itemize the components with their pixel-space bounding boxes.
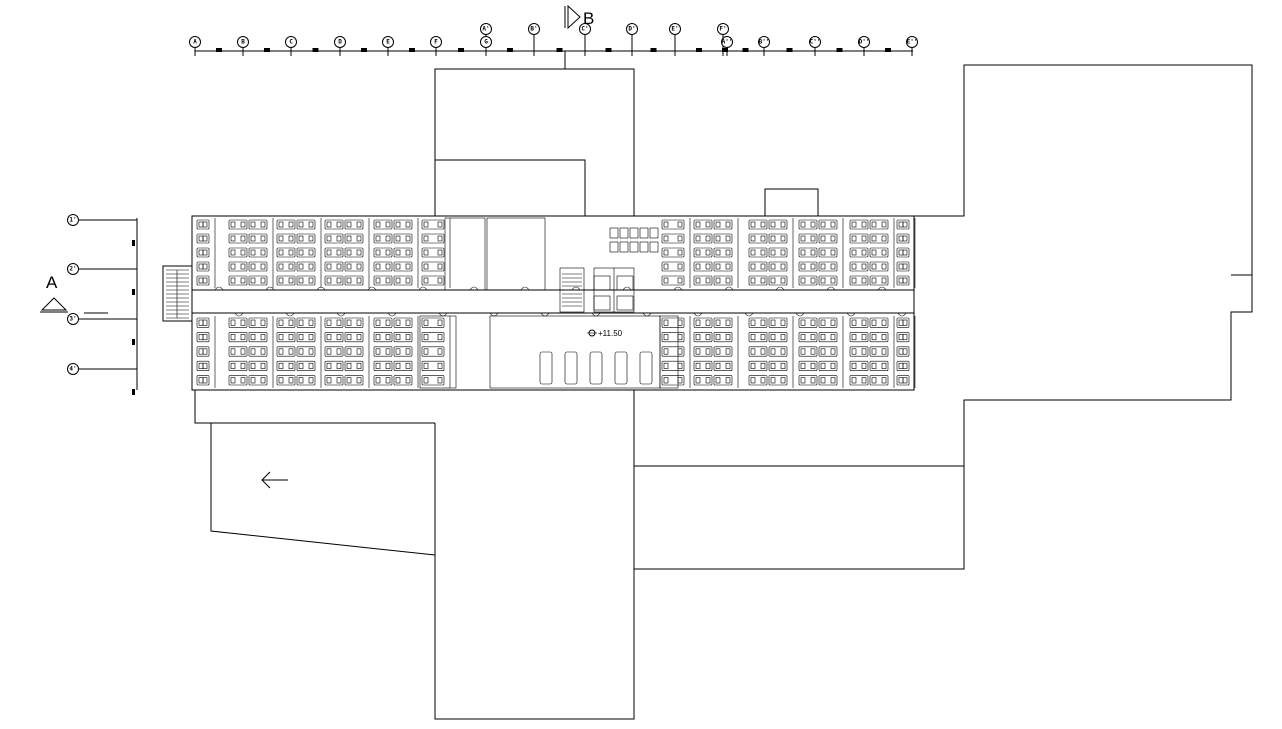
grid-bubble-top (430, 36, 442, 48)
left-grid-axis: 1' 2' 3' 4' A (40, 214, 138, 395)
room-module (196, 316, 216, 388)
grid-label-top: B (241, 39, 245, 46)
grid-bubble-top (626, 23, 638, 35)
grid-bubble-left (67, 214, 79, 226)
grid-label-top: B'' (759, 39, 770, 46)
grid-bubble-top (758, 36, 770, 48)
grid-label-top: D'' (859, 39, 870, 46)
grid-label-top: A'' (722, 39, 733, 46)
grid-label-left: 3' (69, 316, 76, 323)
grid-bubble-top (382, 36, 394, 48)
room-module (276, 218, 322, 288)
room-module (661, 218, 691, 288)
central-core (419, 217, 679, 389)
grid-label-top: D' (628, 26, 635, 33)
room-module (421, 218, 451, 288)
grid-bubble-top (528, 23, 540, 35)
top-grid-axis: B A B C D E F A' B' C' D' E' F' A'' B'' C'' D'' E'' G (189, 4, 918, 69)
room-module (373, 316, 419, 388)
grid-bubble-left (67, 313, 79, 325)
level-marker: +11.50 (587, 329, 623, 338)
grid-bubble-top (480, 36, 492, 48)
grid-label-top: A (193, 39, 197, 46)
grid-bubble-left (67, 363, 79, 375)
grid-bubble-top (480, 23, 492, 35)
grid-label-left: 2' (69, 266, 76, 273)
room-module (849, 218, 895, 288)
site-outlines (194, 64, 1253, 720)
room-module (228, 316, 274, 388)
room-module (661, 316, 691, 388)
grid-label-top: D (338, 39, 342, 46)
level-label: +11.50 (598, 329, 623, 338)
room-module (693, 218, 739, 288)
main-floor-block: +11.50 (162, 215, 916, 391)
room-module (896, 316, 916, 388)
room-module (196, 218, 216, 288)
grid-bubble-top (334, 36, 346, 48)
grid-label-left: 4' (69, 366, 76, 373)
grid-label-top: E (386, 39, 390, 46)
grid-label-top: F' (719, 26, 726, 33)
grid-bubble-top (721, 36, 733, 48)
grid-bubble-top (189, 36, 201, 48)
room-module (798, 316, 844, 388)
room-module (748, 218, 794, 288)
room-module (373, 218, 419, 288)
grid-bubble-top (717, 23, 729, 35)
grid-bubble-top (809, 36, 821, 48)
section-a-label: A (46, 273, 58, 292)
section-a-marker-icon (40, 297, 68, 311)
grid-bubble-top (669, 23, 681, 35)
staircase (162, 265, 193, 322)
grid-label-left: 1' (69, 217, 76, 224)
room-module (228, 218, 274, 288)
room-module (896, 218, 916, 288)
grid-bubble-top (237, 36, 249, 48)
room-module (798, 218, 844, 288)
room-module (421, 316, 451, 388)
grid-label-top: F (434, 39, 438, 46)
grid-label-top: C'' (810, 39, 821, 46)
room-module (276, 316, 322, 388)
grid-bubble-top (579, 23, 591, 35)
arrow-left-icon (261, 471, 288, 489)
room-module (324, 316, 370, 388)
section-b-label: B (583, 9, 594, 28)
grid-bubble-top (906, 36, 918, 48)
grid-label-top: E' (671, 26, 678, 33)
grid-label-top: C (289, 39, 293, 46)
grid-bubble-left (67, 263, 79, 275)
grid-label-top: E'' (907, 39, 918, 46)
room-module (693, 316, 739, 388)
grid-label-top: C' (581, 26, 588, 33)
grid-label-top: B' (530, 26, 537, 33)
room-module (324, 218, 370, 288)
grid-bubble-top (285, 36, 297, 48)
section-b-marker-icon (567, 4, 581, 30)
grid-bubble-top (858, 36, 870, 48)
room-module (849, 316, 895, 388)
room-module (748, 316, 794, 388)
grid-label-top: G (484, 39, 488, 46)
grid-label-top: A' (482, 26, 489, 33)
